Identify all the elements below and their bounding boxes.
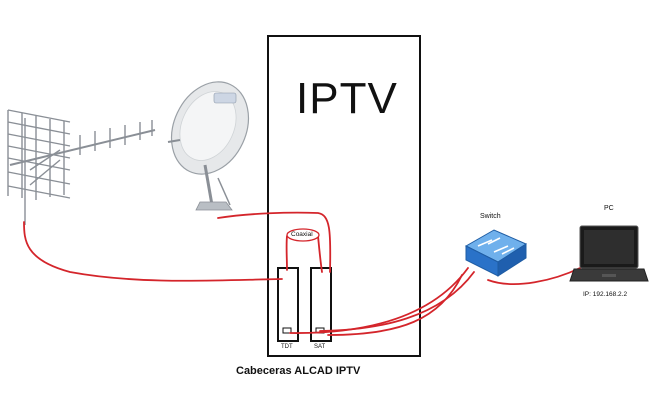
diagram-caption: Cabeceras ALCAD IPTV <box>236 365 361 377</box>
pc-label: PC <box>604 205 614 212</box>
tdt-port <box>282 327 292 334</box>
satellite-dish-icon <box>167 81 250 211</box>
headend-title: IPTV <box>296 74 398 123</box>
coaxial-bubble <box>286 228 320 242</box>
laptop-icon <box>569 225 649 282</box>
ip-address-label: IP: 192.168.2.2 <box>583 291 628 298</box>
sat-label: SAT <box>314 344 326 350</box>
switch-label: Switch <box>480 213 501 220</box>
tdt-module <box>277 267 299 342</box>
network-switch-icon <box>464 229 528 277</box>
coaxial-cables <box>23 211 581 336</box>
terrestrial-antenna-icon <box>7 109 156 225</box>
tdt-label: TDT <box>281 344 293 350</box>
coaxial-label: Coaxial <box>291 231 313 238</box>
